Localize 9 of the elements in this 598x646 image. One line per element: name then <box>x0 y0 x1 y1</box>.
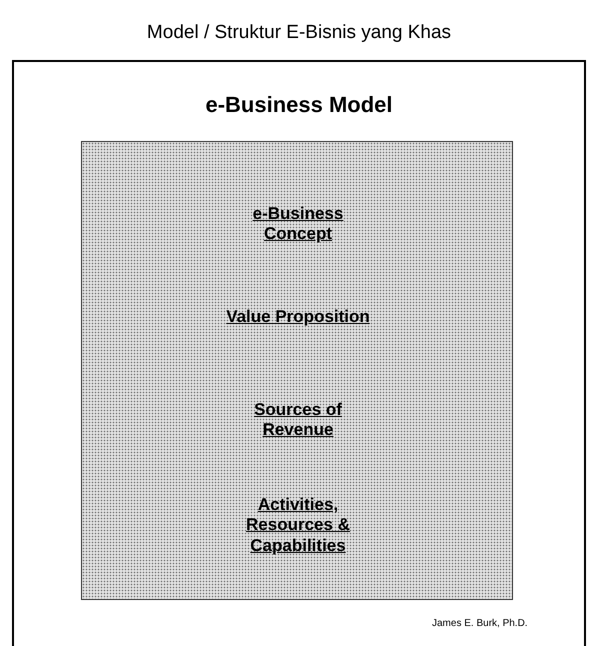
shaded-panel <box>81 141 513 600</box>
diagram-frame <box>12 60 586 646</box>
author-credit: James E. Burk, Ph.D. <box>432 618 528 629</box>
model-component: Value Proposition <box>225 307 371 328</box>
model-component: e-Business Concept <box>252 204 344 245</box>
page-title: Model / Struktur E-Bisnis yang Khas <box>146 22 452 44</box>
model-component: Sources of Revenue <box>253 400 343 441</box>
diagram-heading: e-Business Model <box>204 92 394 118</box>
model-component: Activities, Resources & Capabilities <box>245 495 351 556</box>
